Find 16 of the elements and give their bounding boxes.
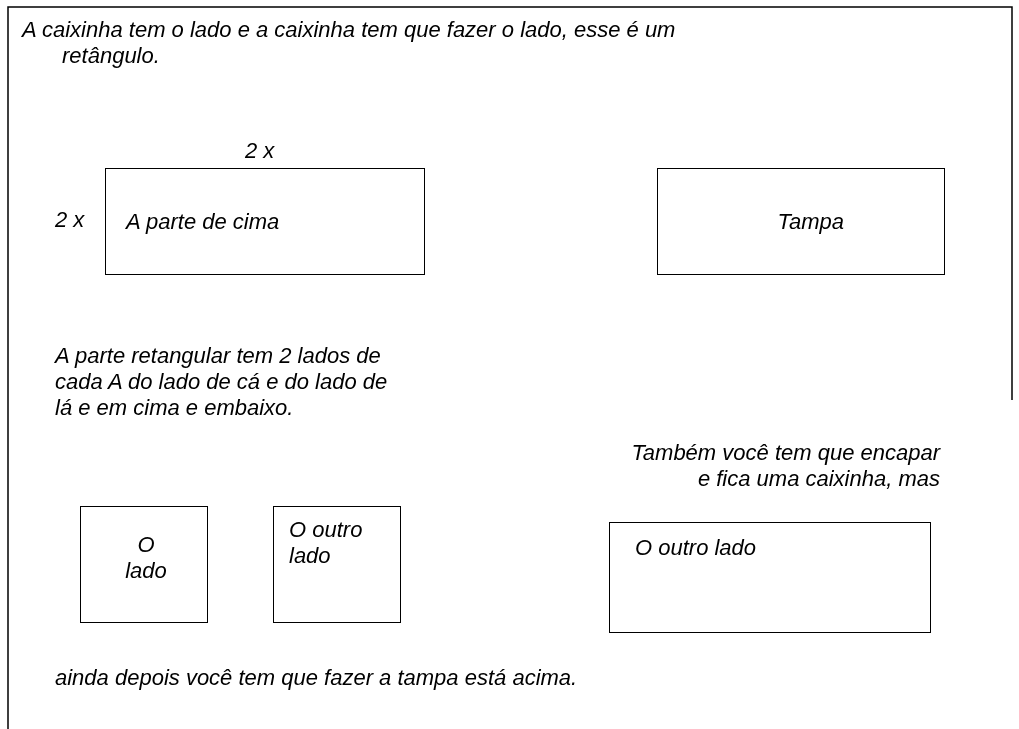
rectangle-box [273, 506, 401, 623]
box-label: O outro lado [289, 517, 364, 569]
note-text: ainda depois você tem que fazer a tampa está acima. [55, 665, 579, 691]
dimension-label: 2 x [245, 138, 276, 164]
note-text: A caixinha tem o lado e a caixinha tem que fazer o lado, esse é um retângulo. [22, 17, 677, 69]
box-label: O outro lado [635, 535, 757, 561]
box-label: O lado [124, 532, 168, 584]
box-label: Tampa [777, 209, 844, 235]
rectangle-box [609, 522, 931, 633]
note-text: A parte retangular tem 2 lados de cada A do lado de cá e do lado de lá e em cima e embaixo. [55, 343, 389, 421]
dimension-label: 2 x [55, 207, 86, 233]
rectangle-box [105, 168, 425, 275]
rectangle-box [80, 506, 208, 623]
rectangle-box [657, 168, 945, 275]
box-label: A parte de cima [126, 209, 280, 235]
note-text: Também você tem que encapar e fica uma caixinha, mas [630, 440, 940, 492]
